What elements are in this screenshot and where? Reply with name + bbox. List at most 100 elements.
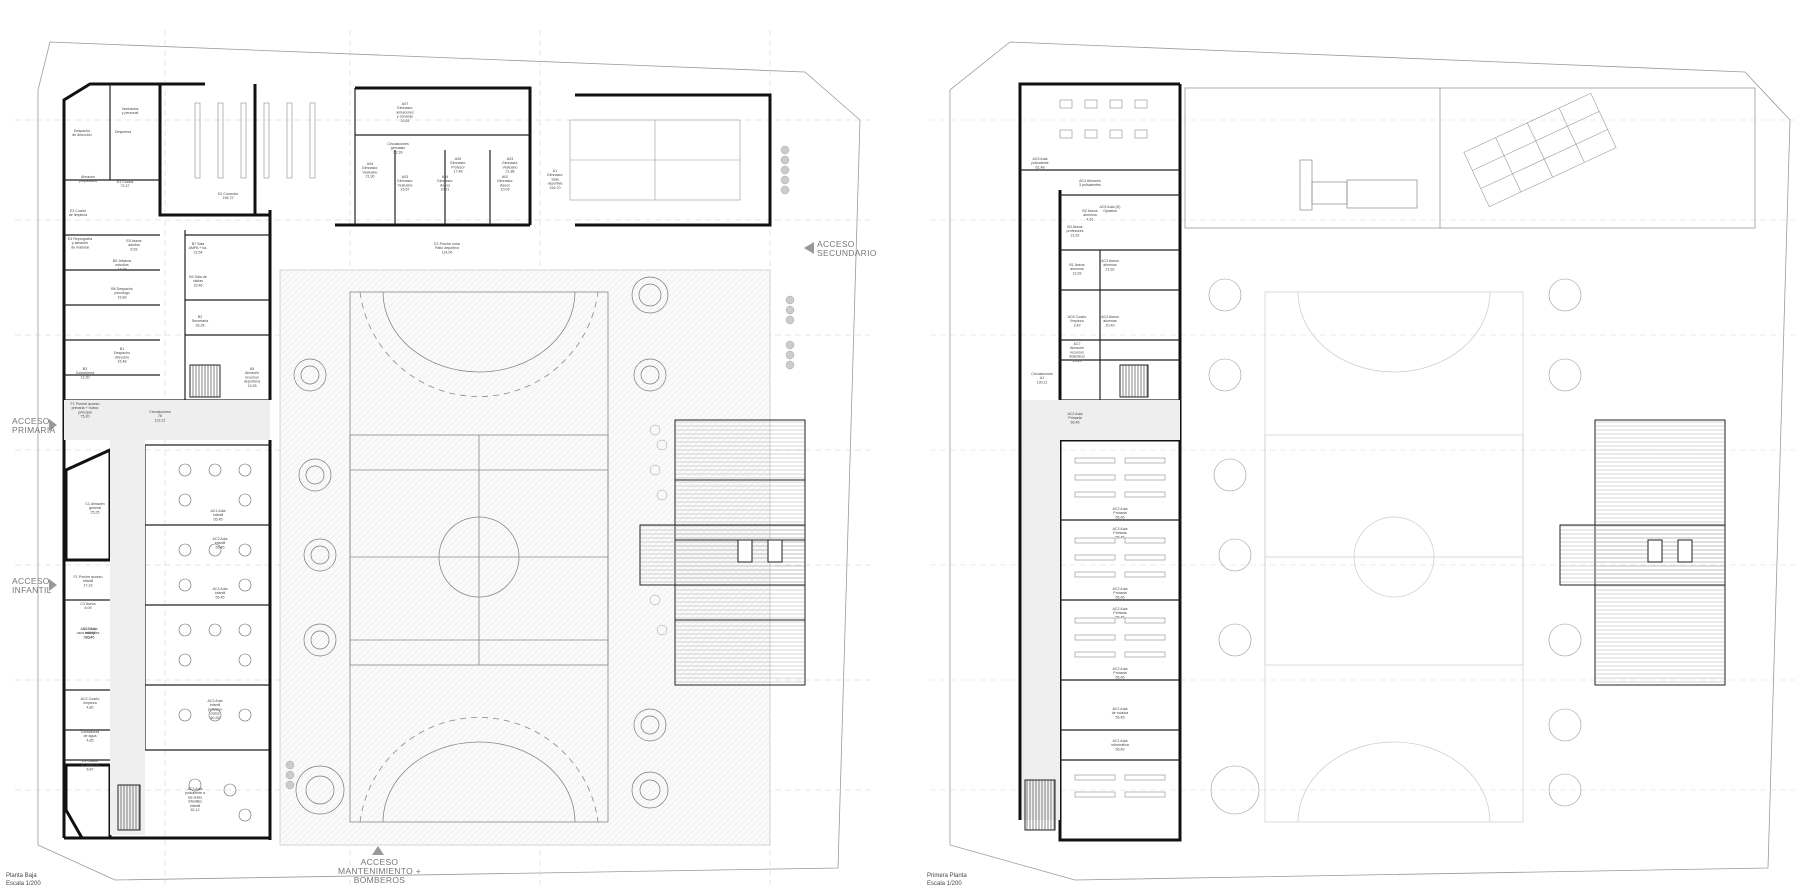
ground-stair: [189, 364, 221, 398]
first-floor-stair: [1119, 364, 1149, 398]
first-floor-spine: [1022, 440, 1060, 820]
ground-floor-walls: [62, 82, 772, 840]
dining-tables: [194, 102, 316, 179]
acceso-primaria-arrow: [49, 419, 57, 431]
first-floor-corridor: [1022, 400, 1180, 440]
hedge-plants: [649, 424, 668, 636]
circulation-corridor: [64, 400, 270, 440]
bike-racks: [285, 145, 795, 790]
classroom-desks: [1074, 457, 1166, 798]
infantil-stair: [117, 784, 141, 831]
gym-roof: [1184, 87, 1756, 229]
circulation-spine: [110, 440, 145, 835]
acceso-mantenimiento-arrow: [372, 846, 384, 855]
court-below-outline: [1264, 291, 1524, 823]
gym-court: [569, 119, 741, 201]
first-floor-stair-2: [1024, 779, 1056, 831]
site-boundary-first: [949, 41, 1791, 881]
neighbour-roofs-first: [1559, 419, 1726, 686]
hvac-units: [1299, 159, 1418, 211]
classroom-tables: [178, 463, 252, 822]
acceso-secundario-arrow: [804, 242, 814, 254]
terrace-tables: [1059, 99, 1148, 139]
first-floor-room-label: AC5 Aula (D)Optativa: [1100, 205, 1121, 213]
site-boundary: [37, 41, 861, 881]
courtyard-trees: [293, 276, 669, 815]
acceso-infantil-arrow: [49, 579, 57, 591]
ground-floor-room-label: Despensa: [115, 130, 131, 134]
boiler-room-wedge: [64, 763, 112, 840]
solar-panels: [1463, 92, 1617, 208]
trees-below: [1208, 278, 1582, 815]
sports-court: [349, 291, 609, 823]
